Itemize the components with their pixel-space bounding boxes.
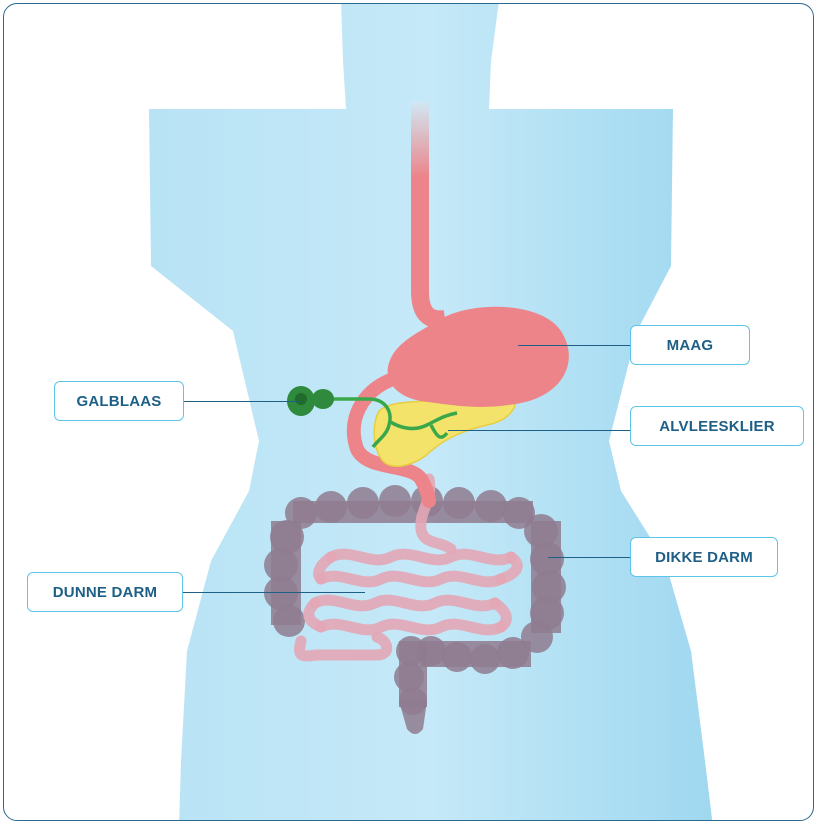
label-pancreas: ALVLEESKLIER (630, 406, 804, 446)
leader-line-gallbladder (183, 401, 299, 402)
leader-line-stomach (518, 345, 630, 346)
leader-line-large-intestine (548, 557, 630, 558)
label-gallbladder: GALBLAAS (54, 381, 184, 421)
label-large-intestine: DIKKE DARM (630, 537, 778, 577)
label-stomach: MAAG (630, 325, 750, 365)
leader-line-small-intestine (183, 592, 365, 593)
leader-line-pancreas (448, 430, 631, 431)
label-small-intestine: DUNNE DARM (27, 572, 183, 612)
